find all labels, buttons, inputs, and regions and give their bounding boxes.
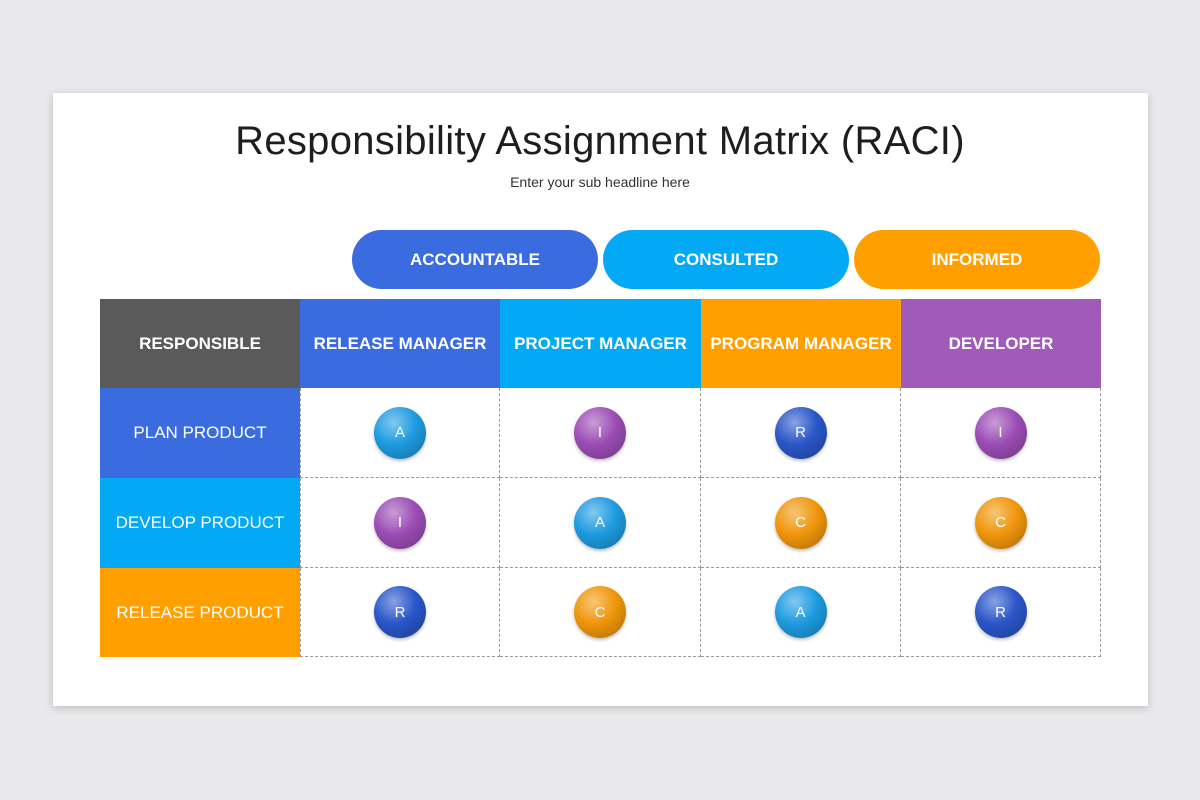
raci-badge-c: C: [574, 586, 626, 638]
raci-badge-i: I: [374, 496, 426, 549]
raci-badge-a: A: [374, 406, 426, 459]
matrix-cell: I: [901, 388, 1101, 478]
raci-badge-a: A: [574, 496, 626, 549]
column-header-release-manager: RELEASE MANAGER: [300, 299, 500, 388]
page-subtitle: Enter your sub headline here: [510, 174, 690, 190]
matrix-cell: A: [500, 478, 701, 568]
raci-badge-c: C: [974, 496, 1027, 549]
matrix-cell: R: [901, 568, 1101, 657]
matrix-corner-responsible: RESPONSIBLE: [100, 299, 300, 388]
matrix-cell: A: [300, 388, 500, 478]
column-header-program-manager: PROGRAM MANAGER: [701, 299, 901, 388]
raci-badge-c: C: [774, 496, 827, 549]
row-header-plan-product: PLAN PRODUCT: [100, 388, 300, 478]
column-header-project-manager: PROJECT MANAGER: [500, 299, 701, 388]
legend-pill-accountable: ACCOUNTABLE: [352, 230, 598, 289]
matrix-cell: I: [300, 478, 500, 568]
row-header-develop-product: DEVELOP PRODUCT: [100, 478, 300, 568]
legend-pill-informed: INFORMED: [854, 230, 1100, 289]
matrix-cell: C: [901, 478, 1101, 568]
raci-badge-r: R: [374, 586, 426, 638]
page-title: Responsibility Assignment Matrix (RACI): [235, 119, 965, 163]
matrix-cell: R: [701, 388, 901, 478]
matrix-cell: C: [500, 568, 701, 657]
matrix-cell: A: [701, 568, 901, 657]
matrix-cell: R: [300, 568, 500, 657]
legend-pill-consulted: CONSULTED: [603, 230, 849, 289]
matrix-cell: I: [500, 388, 701, 478]
matrix-cell: C: [701, 478, 901, 568]
column-header-developer: DEVELOPER: [901, 299, 1101, 388]
row-header-release-product: RELEASE PRODUCT: [100, 568, 300, 657]
raci-badge-r: R: [774, 406, 827, 459]
raci-badge-r: R: [974, 586, 1027, 638]
raci-badge-a: A: [774, 586, 827, 638]
raci-badge-i: I: [574, 406, 626, 459]
raci-badge-i: I: [974, 406, 1027, 459]
